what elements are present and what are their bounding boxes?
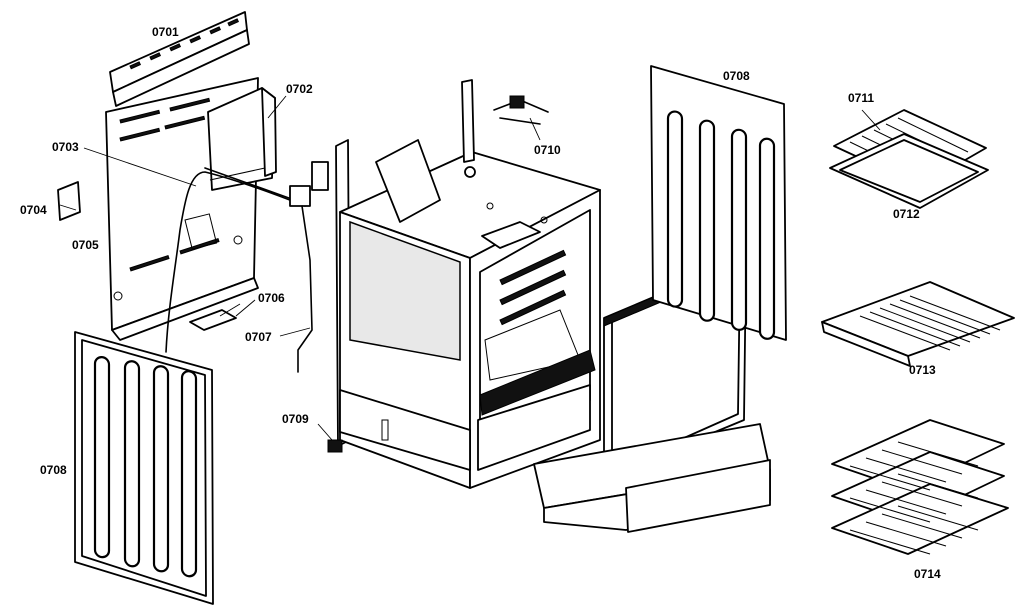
part-0702-bracket <box>207 87 277 191</box>
part-0708-left-side-panel <box>74 331 214 605</box>
oven-body <box>335 79 601 489</box>
label-0709: 0709 <box>282 412 309 426</box>
leader-lines <box>59 95 881 317</box>
label-0708-right: 0708 <box>723 69 750 83</box>
label-0705: 0705 <box>72 238 99 252</box>
label-0708-left: 0708 <box>40 463 67 477</box>
label-0702: 0702 <box>286 82 313 96</box>
part-0703-wire-harness <box>83 147 306 353</box>
part-0706-small-component <box>189 299 256 331</box>
label-0711: 0711 <box>848 91 874 105</box>
label-0704: 0704 <box>20 203 47 217</box>
label-0712: 0712 <box>893 207 920 221</box>
label-0713: 0713 <box>909 363 936 377</box>
part-0704-cover-plate <box>57 181 81 221</box>
storage-drawer <box>533 423 771 533</box>
label-0714: 0714 <box>914 567 941 581</box>
label-0706: 0706 <box>258 291 285 305</box>
label-0701: 0701 <box>152 25 179 39</box>
label-0703: 0703 <box>52 140 79 154</box>
part-0708-right-side-panel <box>650 65 787 341</box>
label-0707: 0707 <box>245 330 272 344</box>
part-0709-leveling-leg <box>317 423 343 453</box>
part-0701-back-trim <box>109 11 250 107</box>
part-0712-broil-pan <box>829 133 989 209</box>
part-0713-oven-rack <box>821 281 1015 367</box>
part-0707-sensor <box>279 161 329 373</box>
part-0710-wiring <box>493 95 549 141</box>
label-0710: 0710 <box>534 143 561 157</box>
part-0714-racks <box>831 419 1009 555</box>
